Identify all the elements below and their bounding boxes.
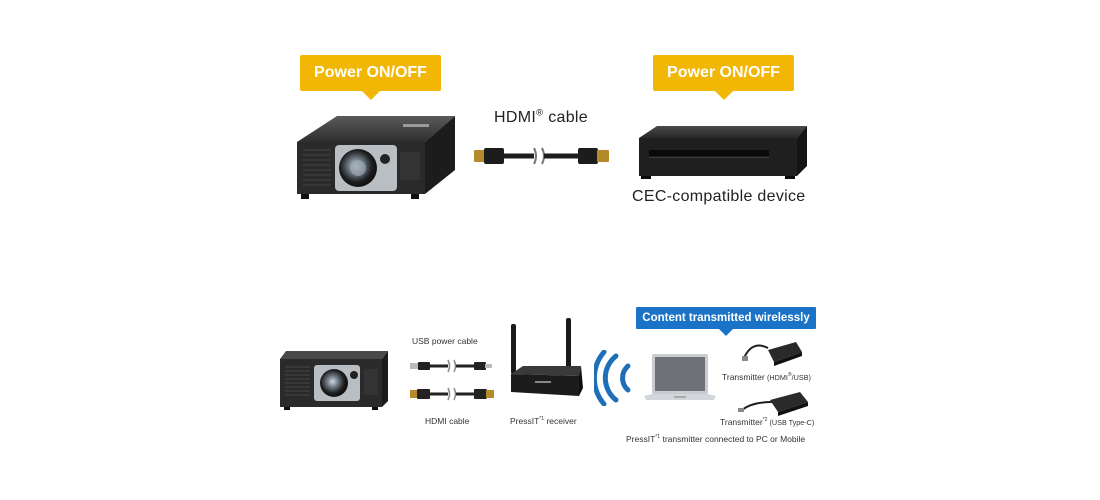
bluray-player-icon: [639, 126, 807, 179]
hdmi-small-cable-icon: [410, 387, 494, 401]
usb-power-cable-label: USB power cable: [412, 336, 478, 346]
router-icon: [511, 318, 583, 396]
usb-cable-icon: [410, 359, 492, 373]
player-power-callout: Power ON/OFF: [653, 55, 794, 100]
wireless-banner: Content transmitted wirelessly: [636, 307, 816, 336]
transmitter1-label: Transmitter (HDMI®/USB): [722, 372, 811, 382]
hdmi-cable-small-label: HDMI cable: [425, 416, 470, 426]
connection-label: PressIT*1 transmitter connected to PC or…: [626, 434, 806, 444]
wifi-waves-icon: [594, 350, 631, 406]
projector-small-icon: [280, 351, 388, 410]
projector-power-callout: Power ON/OFF: [300, 55, 441, 100]
transmitter-icon: [742, 342, 802, 366]
transmitter2-label: Transmitter*2 (USB Type-C): [720, 417, 815, 427]
laptop-icon: [644, 354, 716, 400]
hdmi-cable-label: HDMI® cable: [494, 107, 588, 126]
transmitter-usbc-icon: [738, 392, 808, 416]
receiver-label: PressIT*1 receiver: [510, 416, 577, 426]
projector-icon: [297, 116, 455, 199]
hdmi-cable-icon: [474, 147, 609, 165]
cec-device-label: CEC-compatible device: [632, 188, 806, 205]
